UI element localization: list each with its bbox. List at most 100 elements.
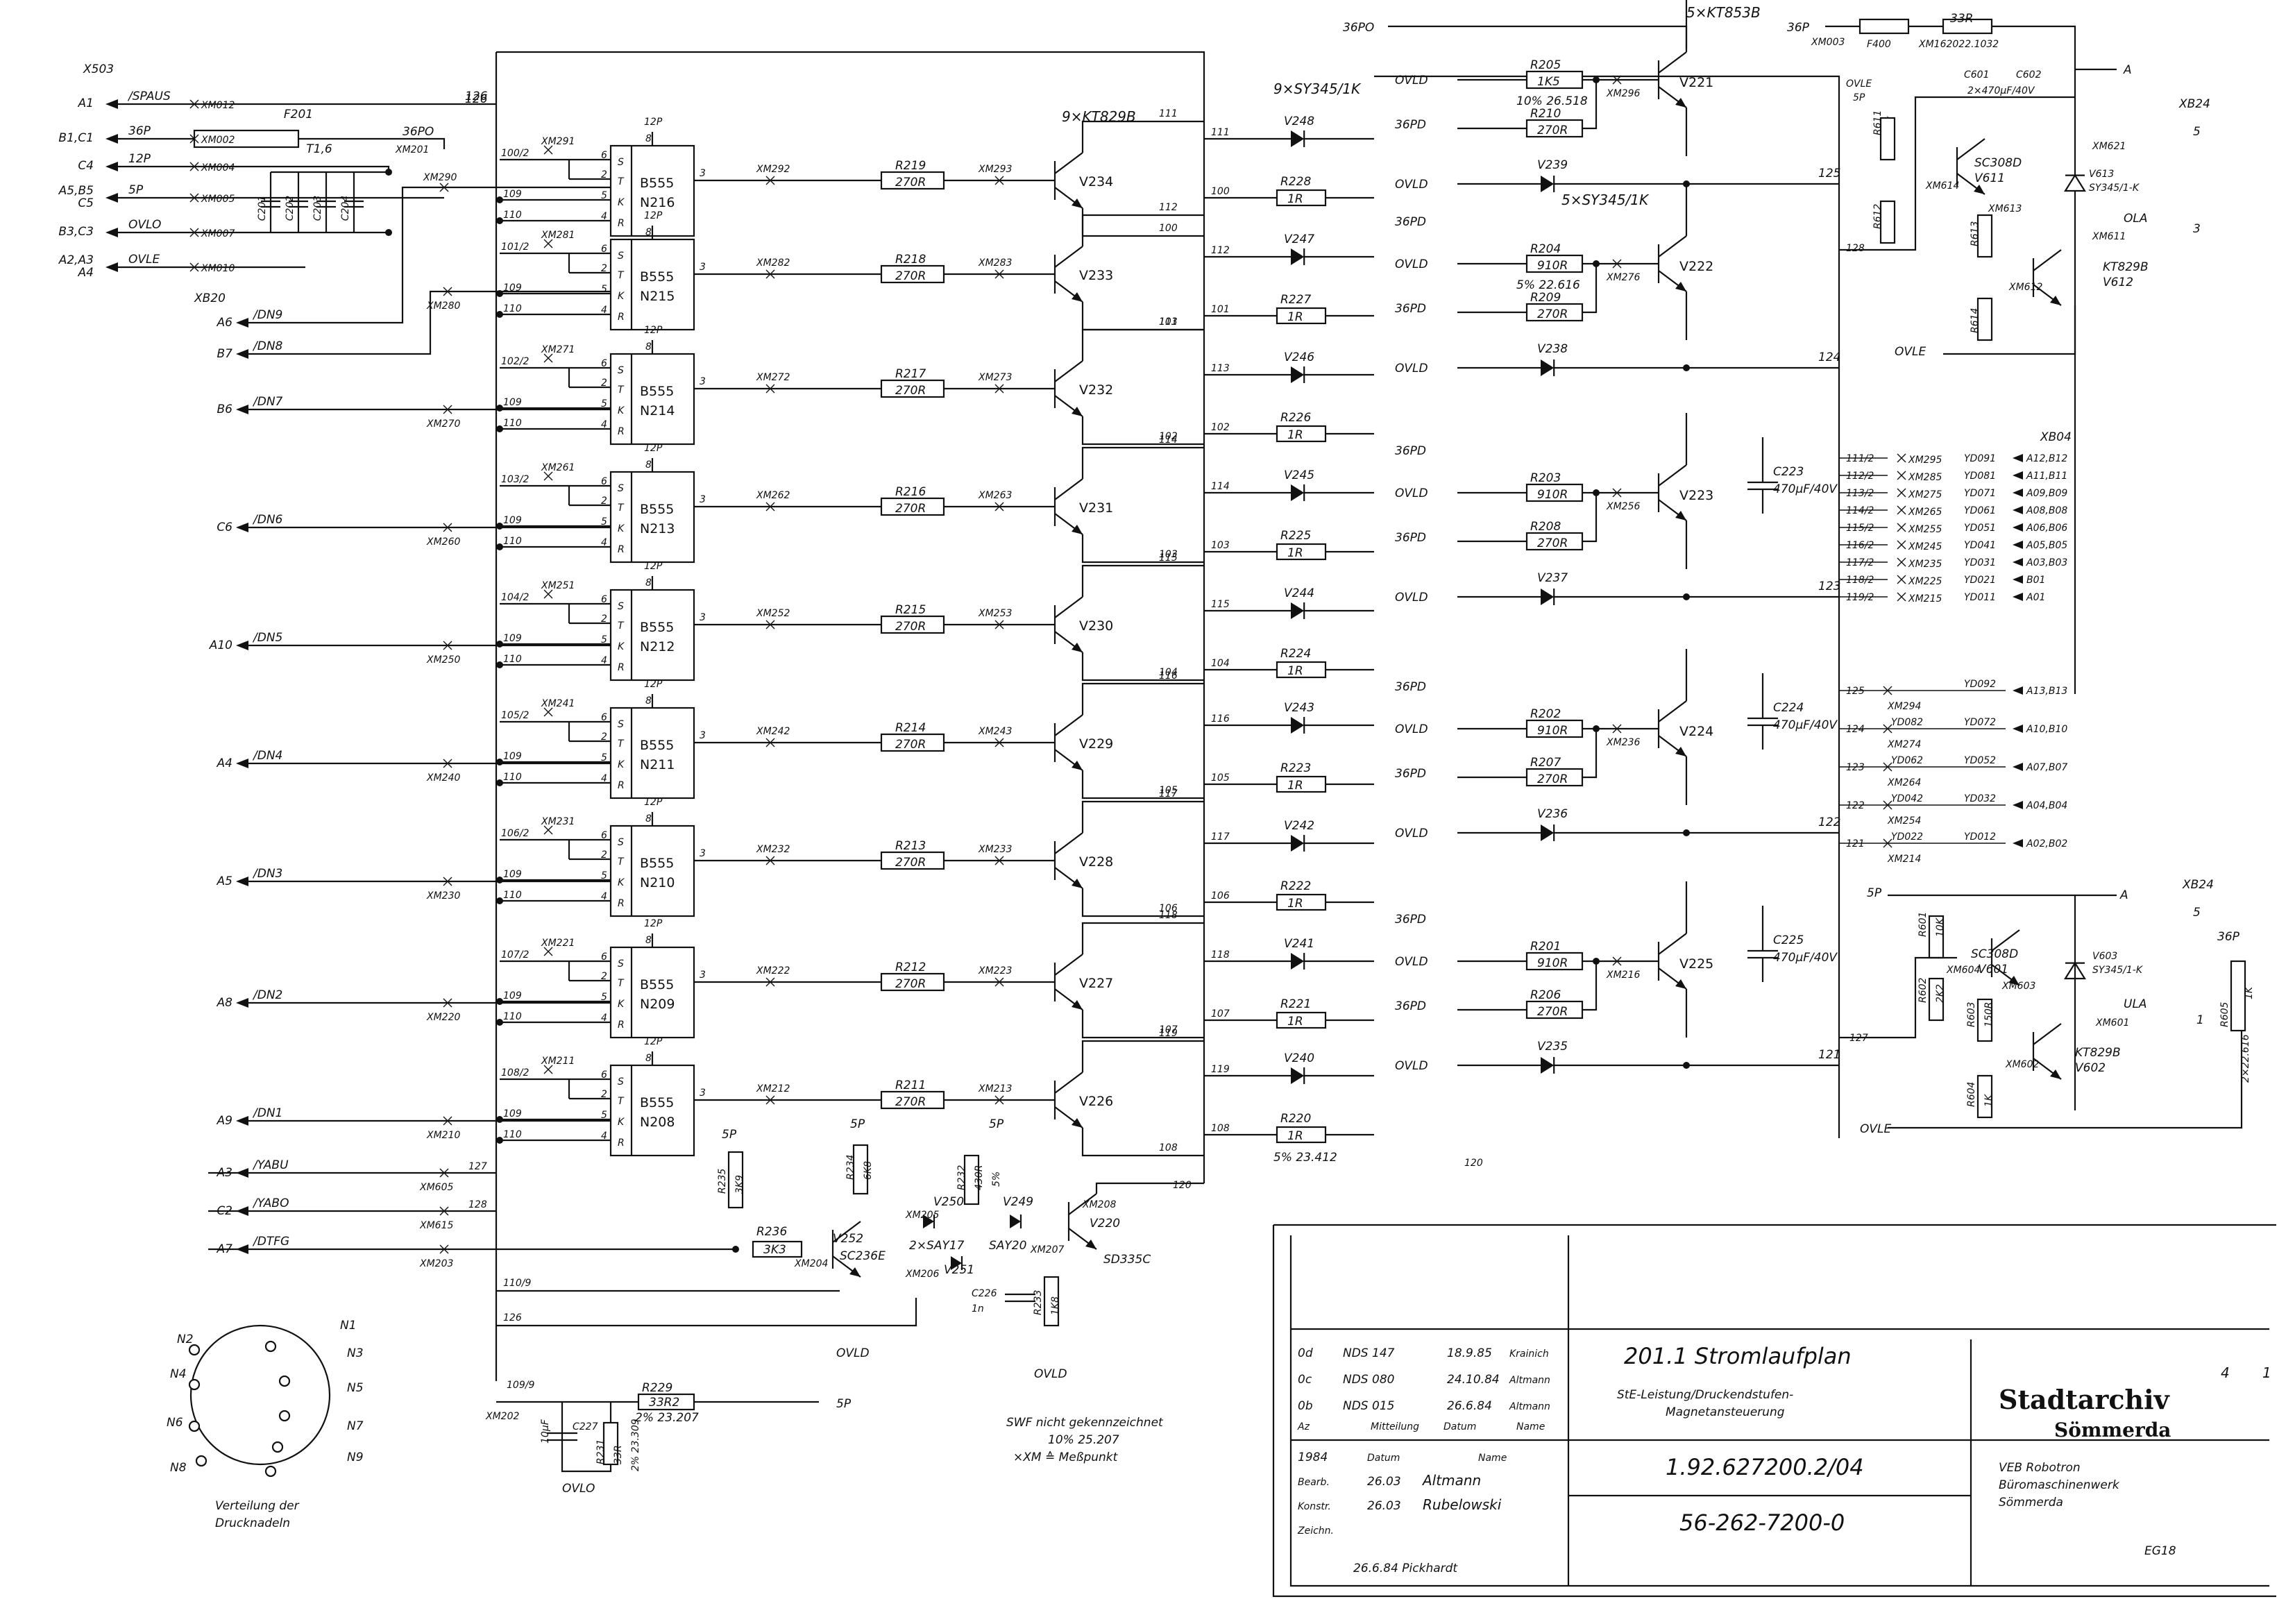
- net-110: 110: [503, 890, 522, 901]
- net-109: 109: [503, 189, 522, 200]
- tb-rev-hdr-1: Mitteilung: [1371, 1421, 1419, 1432]
- xb04-net-6: 117/2: [1846, 557, 1874, 568]
- chip-pin-num: 6: [601, 712, 607, 723]
- br-r602-body: [1928, 977, 1945, 1022]
- row-net-c-4: 115: [1211, 599, 1230, 610]
- junction-dot: [1683, 829, 1690, 836]
- junction-dot: [496, 1019, 503, 1026]
- stage-mp-in-3: XM261: [541, 462, 575, 473]
- bl-signal-1: /YABO: [252, 1196, 289, 1210]
- note-swf: SWF nicht gekennzeichnet: [1006, 1416, 1164, 1430]
- measure-point-mark: [443, 287, 452, 296]
- xb20-signal-1: /DN8: [252, 339, 283, 353]
- xb04b-mp-4: XM214: [1887, 854, 1921, 865]
- x503-mp-1: XM002: [201, 135, 235, 146]
- stage-res-6: R213: [895, 839, 926, 853]
- bl-r232-body: [963, 1154, 980, 1206]
- x503-mp-2: XM004: [201, 162, 235, 174]
- row-diode: [1291, 835, 1305, 852]
- timer-chip: [609, 824, 695, 917]
- xb04-arrow: [2013, 471, 2023, 480]
- tb-role-0: Bearb.: [1298, 1477, 1330, 1488]
- chip-type-2: B555: [640, 384, 674, 399]
- drv-diode-4: V235: [1537, 1040, 1568, 1054]
- row-net-c-0: 111: [1211, 127, 1230, 138]
- mp-mark: [1897, 453, 1906, 463]
- drv-diode-label-0: 5×SY345/1K: [1561, 192, 1650, 208]
- row-diode: [1291, 717, 1305, 734]
- tr-r-mp: XM162022.1032: [1918, 39, 1999, 50]
- tr-v612-symbol-arrow: [2050, 296, 2061, 305]
- chip-pin-num: 5: [601, 752, 607, 763]
- junction-dot: [496, 217, 503, 224]
- chip-pin-letter: K: [618, 291, 625, 302]
- tb-rev-name-1: Altmann: [1509, 1375, 1550, 1386]
- timer-chip: [609, 353, 695, 446]
- tb-rev-date-0: 18.9.85: [1447, 1346, 1492, 1360]
- power-transistor-arrow: [1675, 98, 1686, 108]
- tr-ovle2: OVLE: [1895, 345, 1926, 359]
- row-net-c-6: 117: [1211, 831, 1230, 843]
- bl-r232-val: 430R: [974, 1165, 985, 1190]
- bl-pin-1: C2: [217, 1204, 232, 1218]
- drv-rbot-1: R209: [1530, 291, 1561, 305]
- stage-emitter-wire: [1081, 1010, 1204, 1039]
- row-res-7: R221: [1280, 997, 1311, 1011]
- drv-36-0: 36PD: [1395, 118, 1426, 132]
- xb20-pin-5: A4: [217, 756, 232, 770]
- row-res-1: R227: [1280, 293, 1311, 307]
- mp-mark: [189, 134, 199, 144]
- mp-mark: [1897, 540, 1906, 550]
- mp-mark: [765, 384, 775, 394]
- bl-r235: R235: [717, 1168, 728, 1194]
- xb04-yd-5: YD041: [1964, 540, 1996, 551]
- tr-v611: V611: [1974, 171, 2005, 185]
- bl-mp206: XM206: [905, 1269, 939, 1280]
- bl-v252: V252: [833, 1232, 863, 1246]
- drv-mp-1: XM276: [1606, 272, 1640, 283]
- driver-transistor-collector: [1054, 1072, 1083, 1094]
- xb04-net-2: 113/2: [1846, 488, 1874, 499]
- chip-type-4: B555: [640, 620, 674, 635]
- drv-ovld-0: OVLD: [1395, 74, 1428, 87]
- xb04-yd-0: YD091: [1964, 453, 1996, 464]
- bl-mp-1: XM615: [419, 1220, 453, 1231]
- chip-type-1: B555: [640, 269, 674, 285]
- xb20-pin-3: C6: [217, 521, 232, 534]
- br-ovle: OVLE: [1860, 1122, 1891, 1136]
- mp-mark: [1883, 762, 1892, 772]
- bl-v220-type: SD335C: [1103, 1253, 1151, 1267]
- chip-pin-num: 5: [601, 284, 607, 295]
- chip-pin-num: 6: [601, 150, 607, 161]
- stage-tr-2: V232: [1079, 382, 1113, 398]
- tr-v613-symbol: [2064, 174, 2086, 192]
- stage-res-4: R215: [895, 603, 926, 617]
- tr-cap2: C602: [2016, 69, 2042, 81]
- bl-r231: R231: [595, 1439, 607, 1464]
- br-r605-val: 1K: [2244, 986, 2255, 999]
- chip-pin-8: 8: [645, 341, 652, 353]
- needle-dot: [188, 1420, 201, 1432]
- dn8-wire: [248, 290, 611, 355]
- xb04b-arrow: [2013, 763, 2023, 771]
- net-109: 109: [503, 990, 522, 1001]
- net-110: 110: [503, 654, 522, 665]
- tb-subtitle-1: StE-Leistung/Druckendstufen-: [1617, 1388, 1793, 1402]
- chip-pin-3: 3: [700, 730, 706, 741]
- chip-pin-letter: T: [618, 1096, 625, 1107]
- bl-5p-c: 5P: [989, 1117, 1004, 1131]
- input-arrow: [236, 759, 248, 768]
- stage-net-c-6: 117: [1159, 788, 1178, 800]
- tb-approval: 26.6.84 Pickhardt: [1353, 1562, 1458, 1575]
- row-res-4: R224: [1280, 647, 1311, 661]
- needle-label-0: N1: [340, 1319, 357, 1333]
- input-arrow: [236, 1168, 248, 1178]
- tr-ovle-wire: [1943, 305, 2076, 355]
- chip-ref-5: N211: [640, 757, 675, 772]
- chip-pin-3: 3: [700, 376, 706, 387]
- br-ctrl-wire: [1839, 956, 1957, 1039]
- needle-dot: [278, 1410, 291, 1422]
- stage-mp-out-3: XM262: [756, 490, 790, 501]
- chip-pin-3: 3: [700, 612, 706, 623]
- row-diode: [1291, 484, 1305, 501]
